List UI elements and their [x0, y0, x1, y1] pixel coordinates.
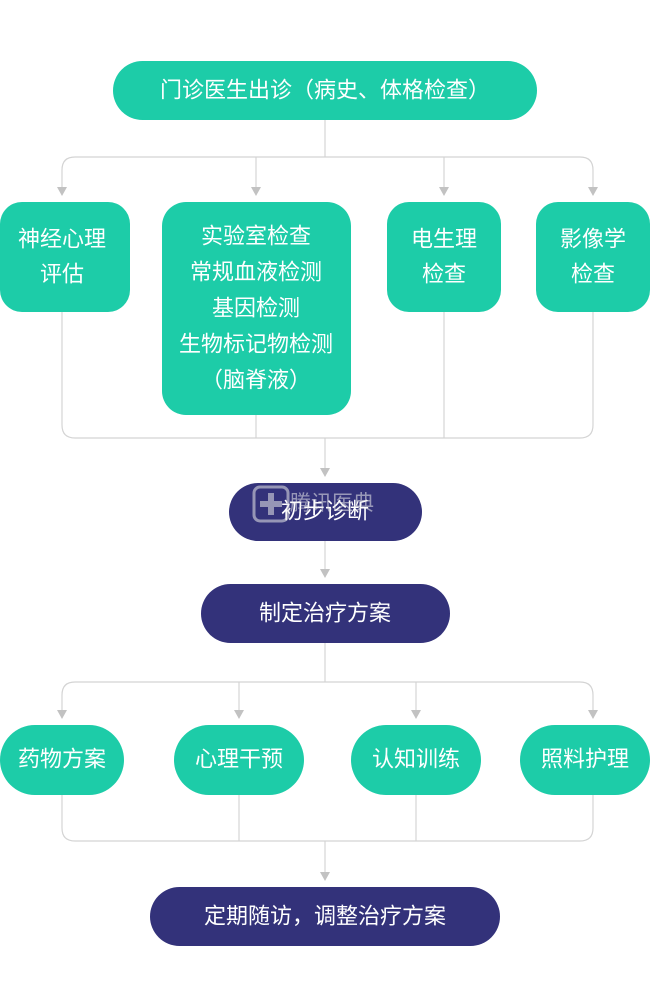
arrow-to-lab: [251, 187, 261, 196]
node-care-nursing-box: [520, 725, 650, 795]
node-neuro-psych-line-1: 神经心理: [18, 228, 106, 253]
node-neuro-psych-box: [0, 202, 130, 312]
connector-treatments-merge: [61, 795, 594, 842]
node-treatment-plan-label: 制定治疗方案: [259, 602, 391, 627]
plus-in-box-icon: [252, 485, 290, 523]
arrow-to-diagnosis: [320, 468, 330, 477]
node-electro-line-2: 检查: [422, 263, 466, 288]
connector-plan-branch: [61, 681, 594, 710]
node-cognitive-training-label: 认知训练: [372, 748, 460, 773]
node-treatment-plan-box: [201, 584, 450, 643]
arrow-to-imaging: [588, 187, 598, 196]
node-initial-diagnosis-label: 初步诊断: [281, 500, 369, 525]
node-imaging-line-2: 检查: [571, 263, 615, 288]
node-care-nursing: 照料护理: [520, 725, 650, 795]
arrow-to-care: [588, 710, 598, 719]
node-medication-box: [0, 725, 124, 795]
connectors: [57, 120, 598, 881]
node-lab-line-2: 常规血液检测: [190, 261, 322, 286]
node-lab-box: [162, 202, 351, 415]
arrow-to-electro: [439, 187, 449, 196]
arrow-to-medication: [57, 710, 67, 719]
node-followup-label: 定期随访，调整治疗方案: [204, 905, 446, 930]
node-electro: 电生理 检查: [387, 202, 501, 312]
node-psych-intervention-box: [174, 725, 304, 795]
node-lab-line-5: （脑脊液）: [201, 369, 311, 394]
node-outpatient-box: [113, 61, 537, 120]
node-electro-line-1: 电生理: [411, 228, 477, 253]
arrow-to-psych: [234, 710, 244, 719]
arrow-to-neuro: [57, 187, 67, 196]
node-cognitive-training-box: [351, 725, 481, 795]
node-outpatient-label: 门诊医生出诊（病史、体格检查）: [160, 79, 490, 104]
node-psych-intervention-label: 心理干预: [195, 748, 283, 773]
watermark: 腾讯医典: [252, 485, 374, 523]
arrow-to-followup: [320, 872, 330, 881]
node-lab-line-1: 实验室检查: [201, 225, 311, 250]
node-outpatient: 门诊医生出诊（病史、体格检查）: [113, 61, 537, 120]
node-imaging-line-1: 影像学: [560, 228, 626, 253]
node-electro-box: [387, 202, 501, 312]
node-care-nursing-label: 照料护理: [541, 748, 629, 773]
node-treatment-plan: 制定治疗方案: [201, 584, 450, 643]
node-imaging-box: [536, 202, 650, 312]
node-neuro-psych: 神经心理 评估: [0, 202, 130, 312]
node-medication-label: 药物方案: [18, 748, 106, 773]
node-lab-line-3: 基因检测: [212, 297, 300, 322]
node-psych-intervention: 心理干预: [174, 725, 304, 795]
node-followup: 定期随访，调整治疗方案: [150, 887, 500, 946]
node-followup-box: [150, 887, 500, 946]
arrow-to-plan: [320, 569, 330, 578]
node-medication: 药物方案: [0, 725, 124, 795]
node-lab-line-4: 生物标记物检测: [179, 333, 333, 358]
watermark-text: 腾讯医典: [290, 491, 374, 515]
node-neuro-psych-line-2: 评估: [40, 263, 84, 288]
node-initial-diagnosis: 初步诊断: [229, 483, 422, 541]
connector-tests-merge: [61, 312, 594, 439]
arrow-to-cognitive: [411, 710, 421, 719]
node-imaging: 影像学 检查: [536, 202, 650, 312]
connector-top-branch: [61, 156, 594, 188]
node-cognitive-training: 认知训练: [351, 725, 481, 795]
node-lab: 实验室检查 常规血液检测 基因检测 生物标记物检测 （脑脊液）: [162, 202, 351, 415]
node-initial-diagnosis-box: [229, 483, 422, 541]
